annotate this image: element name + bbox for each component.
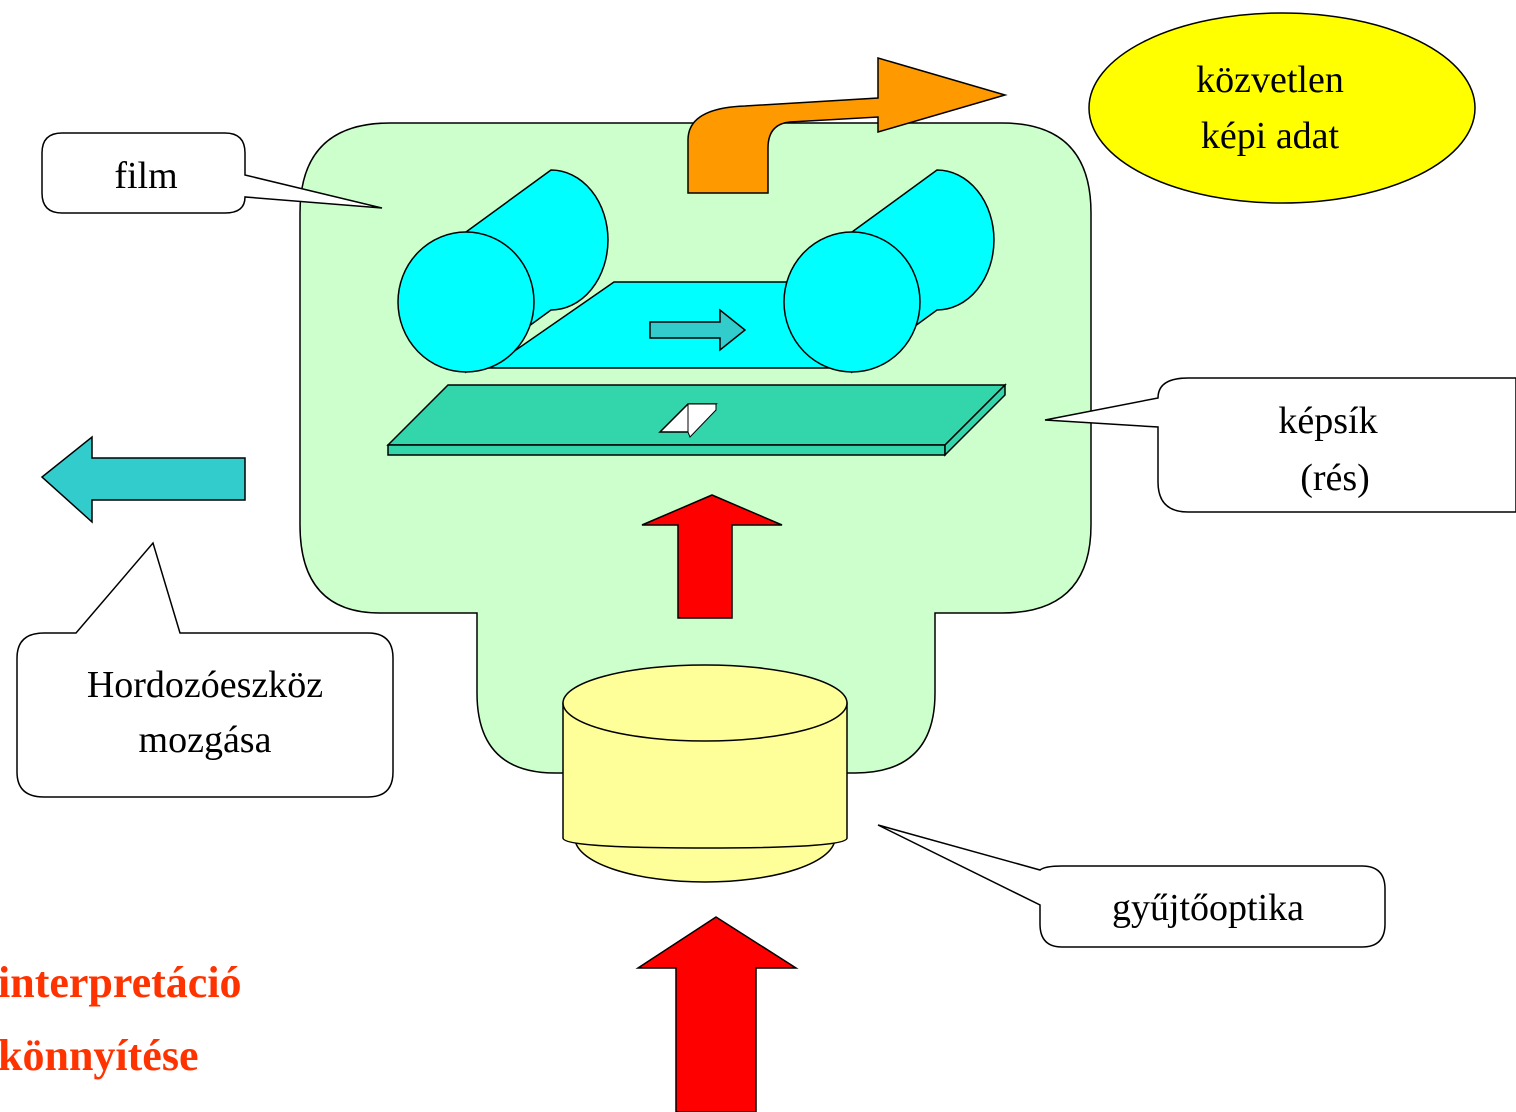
collecting-optics	[562, 664, 848, 883]
left-film-roller	[397, 169, 609, 374]
optics-label: gyűjtőoptika	[1112, 887, 1304, 929]
light-arrow-upper	[641, 494, 783, 619]
note-line2: könnyítése	[0, 1031, 198, 1080]
output-label-line2: képi adat	[1201, 115, 1340, 157]
plane-label-line2: (rés)	[1300, 457, 1370, 499]
film-callout	[41, 132, 383, 214]
output-arrow	[687, 57, 1008, 194]
carrier-label-line2: mozgása	[139, 719, 272, 761]
plane-callout	[1044, 377, 1516, 513]
film-direction-arrow	[649, 308, 747, 352]
carrier-callout	[16, 541, 394, 798]
light-arrow-lower	[635, 916, 799, 1112]
carrier-label-line1: Hordozóeszköz	[87, 664, 323, 706]
carrier-motion-arrow	[40, 435, 246, 524]
plane-label-line1: képsík	[1278, 400, 1377, 442]
film-label: film	[114, 155, 177, 197]
note-line1: interpretáció	[0, 958, 242, 1007]
image-plane	[386, 383, 1007, 457]
output-ellipse	[1088, 12, 1476, 204]
right-film-roller	[783, 169, 995, 374]
output-label-line1: közvetlen	[1196, 59, 1344, 101]
optics-callout	[877, 824, 1386, 948]
